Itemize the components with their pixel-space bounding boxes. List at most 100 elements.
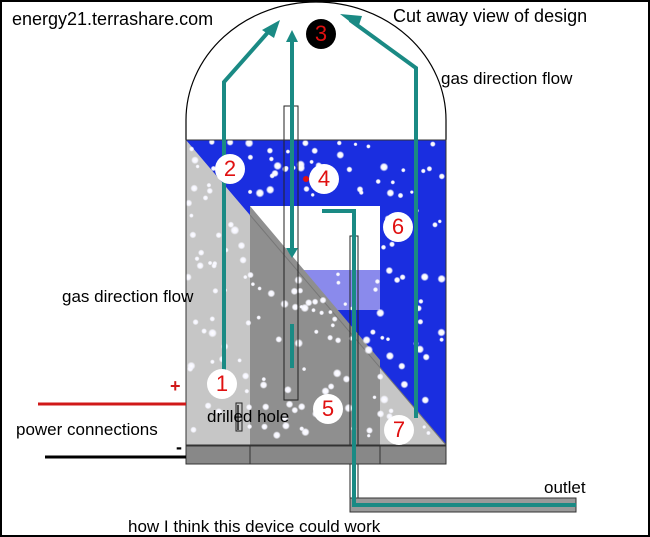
bubble <box>366 433 371 438</box>
bubble <box>369 329 376 336</box>
bubble <box>399 274 406 281</box>
bubble <box>190 426 197 434</box>
bubble <box>237 241 246 250</box>
bubble <box>189 146 195 152</box>
bubble <box>262 403 270 411</box>
bubble <box>255 188 265 198</box>
bubble <box>397 192 404 199</box>
bubble <box>432 221 438 228</box>
plus-sign: + <box>170 376 181 396</box>
bubble <box>257 286 262 291</box>
bubble <box>332 368 342 378</box>
bubble <box>215 232 222 239</box>
bubble <box>301 366 307 372</box>
bubble <box>342 375 351 383</box>
bubble <box>336 280 341 286</box>
gas-flow-label-left: gas direction flow <box>62 287 194 306</box>
bubble <box>208 140 215 146</box>
bubble <box>247 154 254 161</box>
bubble <box>259 381 268 389</box>
bubble <box>189 231 197 239</box>
bubble <box>299 304 304 309</box>
bubble <box>250 282 256 287</box>
arrowhead-left <box>262 20 280 38</box>
bubble <box>313 329 319 335</box>
bubble <box>398 362 406 370</box>
bubble <box>268 156 274 162</box>
bubble <box>247 424 253 430</box>
bubble <box>437 328 446 337</box>
outlet-label: outlet <box>544 478 586 497</box>
bubble <box>187 361 196 371</box>
bubble <box>294 338 304 348</box>
bubble <box>372 395 377 400</box>
bubble <box>422 353 430 361</box>
bubble <box>245 404 253 411</box>
bubble <box>226 140 234 146</box>
flow-outlet <box>322 209 576 507</box>
chamber-outline <box>185 139 447 446</box>
bubble <box>215 408 223 416</box>
marker-1: 1 <box>207 369 237 399</box>
bubble <box>362 335 371 345</box>
bubble <box>301 140 309 147</box>
bubble <box>311 307 316 313</box>
bubble <box>196 262 204 270</box>
bubble <box>380 335 385 341</box>
bubble <box>311 147 319 155</box>
bubble <box>301 427 310 437</box>
bubble <box>376 410 385 418</box>
bubble <box>241 372 250 380</box>
bubble <box>227 221 235 228</box>
site-url: energy21.terrashare.com <box>12 9 214 29</box>
bubble <box>421 396 430 404</box>
bubble <box>247 189 253 195</box>
bubble <box>420 168 426 174</box>
bubble <box>191 156 199 165</box>
bubble <box>309 159 314 165</box>
bubble <box>247 271 254 279</box>
bubble <box>280 414 289 423</box>
bubble <box>401 167 406 173</box>
bubble <box>380 244 387 250</box>
bubble <box>422 425 427 429</box>
bubble <box>192 319 199 326</box>
flow-arrowheads <box>262 14 362 258</box>
bubble <box>331 316 338 322</box>
bubble <box>280 299 289 309</box>
bubble <box>311 298 319 306</box>
bubble <box>291 303 299 311</box>
bubble <box>385 266 394 275</box>
bubble <box>297 287 304 294</box>
bubble <box>209 316 216 322</box>
bubble <box>265 185 275 195</box>
bubble <box>429 141 436 148</box>
diagram-title: Cut away view of design <box>393 6 588 26</box>
power-connections-label: power connections <box>16 420 158 439</box>
bubble <box>389 241 395 248</box>
bubble <box>328 309 333 315</box>
bubble <box>385 337 391 342</box>
bubble <box>437 219 442 224</box>
bubble <box>364 345 374 355</box>
flow-left-up <box>222 28 272 378</box>
bubble <box>195 164 200 169</box>
bubble <box>290 287 299 296</box>
bubble <box>237 358 242 363</box>
bubble <box>272 431 281 440</box>
bubble <box>206 182 212 188</box>
bubble <box>243 274 248 280</box>
bubble <box>194 256 200 262</box>
drilled-hole-label: drilled hole <box>207 407 290 426</box>
bubble <box>261 423 268 431</box>
bubble <box>417 318 424 325</box>
flow-arrows <box>222 18 576 507</box>
bubble <box>390 180 396 185</box>
marker-2: 2 <box>215 154 245 184</box>
bubble <box>201 328 208 334</box>
arrowhead-right <box>340 14 362 28</box>
bubble <box>207 260 213 266</box>
minus-sign: - <box>176 437 182 457</box>
